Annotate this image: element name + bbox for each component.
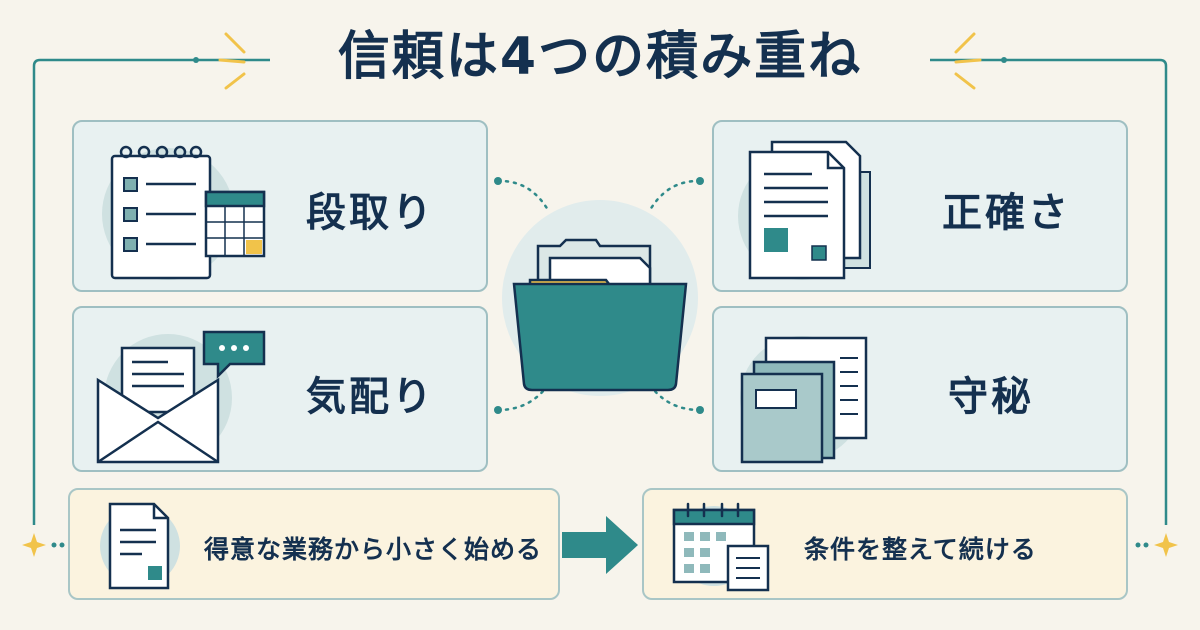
pillar-label: 気配り bbox=[306, 374, 435, 420]
step-label: 得意な業務から小さく始める bbox=[204, 535, 543, 564]
calendar-checklist-icon bbox=[102, 145, 266, 280]
pillar-label: 守秘 bbox=[948, 374, 1034, 420]
file-box-icon bbox=[502, 200, 698, 396]
step-label: 条件を整えて続ける bbox=[804, 535, 1037, 564]
pillar-card-dandori: 段取り bbox=[72, 120, 488, 292]
arrow-right-icon bbox=[562, 516, 638, 574]
step-card-start: 得意な業務から小さく始める bbox=[68, 488, 560, 600]
pillar-label: 段取り bbox=[306, 190, 435, 236]
sparkle-icon bbox=[22, 533, 46, 557]
envelope-chat-icon bbox=[96, 330, 266, 464]
folders-icon bbox=[740, 336, 868, 464]
calendar-document-icon bbox=[672, 502, 770, 592]
pillar-label: 正確さ bbox=[942, 190, 1071, 236]
documents-icon bbox=[738, 140, 871, 280]
document-icon bbox=[100, 502, 180, 590]
pillar-card-kikubari: 気配り bbox=[72, 306, 488, 472]
sparkle-icon bbox=[1154, 533, 1178, 557]
step-card-continue: 条件を整えて続ける bbox=[642, 488, 1128, 600]
page-title: 信頼は4つの積み重ね bbox=[337, 27, 863, 87]
pillar-card-shuhi: 守秘 bbox=[712, 306, 1128, 472]
pillar-card-seikakusa: 正確さ bbox=[712, 120, 1128, 292]
